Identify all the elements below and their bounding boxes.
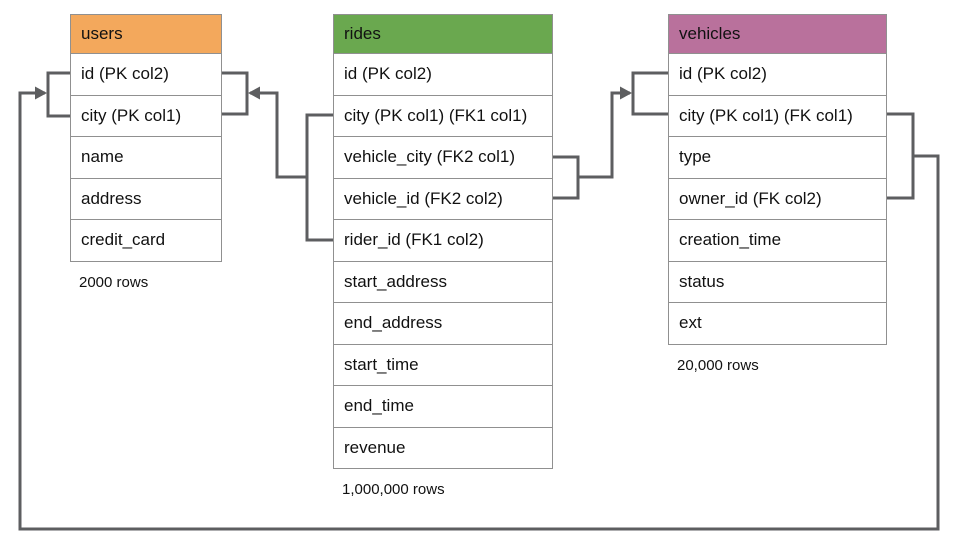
column-row: creation_time xyxy=(669,219,886,261)
column-row: city (PK col1) (FK col1) xyxy=(669,94,886,136)
table-vehicles-columns: id (PK col2)city (PK col1) (FK col1)type… xyxy=(669,53,886,344)
table-rides-box: rides id (PK col2)city (PK col1) (FK1 co… xyxy=(333,14,553,469)
rides-to-vehicles-arrowhead xyxy=(620,86,632,100)
column-row: address xyxy=(71,177,221,219)
column-row: id (PK col2) xyxy=(669,53,886,95)
users-pk-bracket-right xyxy=(222,71,249,116)
table-vehicles-rowcount: 20,000 rows xyxy=(677,356,759,374)
table-users-header: users xyxy=(71,15,221,53)
rides-fk1-bracket-left xyxy=(305,113,333,242)
column-row: rider_id (FK1 col2) xyxy=(334,219,552,261)
table-rides-rowcount: 1,000,000 rows xyxy=(342,481,445,498)
column-row: id (PK col2) xyxy=(334,53,552,95)
table-vehicles-box: vehicles id (PK col2)city (PK col1) (FK … xyxy=(668,14,887,345)
rides-to-users-link xyxy=(250,91,307,179)
users-pk-bracket-left xyxy=(46,71,70,118)
table-users-rowcount: 2000 rows xyxy=(79,273,149,291)
table-rides-columns: id (PK col2)city (PK col1) (FK1 col1)veh… xyxy=(334,53,552,468)
column-row: start_time xyxy=(334,343,552,385)
table-rides: rides id (PK col2)city (PK col1) (FK1 co… xyxy=(333,14,553,498)
column-row: type xyxy=(669,136,886,178)
table-vehicles-header: vehicles xyxy=(669,15,886,53)
column-row: end_time xyxy=(334,385,552,427)
rides-to-vehicles-link xyxy=(578,91,630,179)
vehicles-pk-bracket-left xyxy=(631,71,668,116)
connector-vehicles-to-users xyxy=(18,71,940,531)
column-row: vehicle_city (FK2 col1) xyxy=(334,136,552,178)
column-row: ext xyxy=(669,302,886,344)
connector-rides-to-users xyxy=(222,71,333,242)
vehicles-fk-bracket-right xyxy=(887,112,915,200)
vehicles-to-users-link xyxy=(18,91,940,531)
column-row: city (PK col1) (FK1 col1) xyxy=(334,94,552,136)
column-row: status xyxy=(669,260,886,302)
rides-fk2-bracket-right xyxy=(553,155,580,200)
vehicles-to-users-arrowhead xyxy=(35,86,47,100)
column-row: id (PK col2) xyxy=(71,53,221,95)
table-rides-header: rides xyxy=(334,15,552,53)
column-row: city (PK col1) xyxy=(71,94,221,136)
column-row: owner_id (FK col2) xyxy=(669,177,886,219)
rides-to-users-arrowhead xyxy=(248,86,260,100)
column-row: vehicle_id (FK2 col2) xyxy=(334,177,552,219)
column-row: name xyxy=(71,136,221,178)
column-row: revenue xyxy=(334,426,552,468)
column-row: start_address xyxy=(334,260,552,302)
column-row: credit_card xyxy=(71,219,221,261)
connector-rides-to-vehicles xyxy=(553,71,668,200)
table-vehicles: vehicles id (PK col2)city (PK col1) (FK … xyxy=(668,14,887,374)
column-row: end_address xyxy=(334,302,552,344)
